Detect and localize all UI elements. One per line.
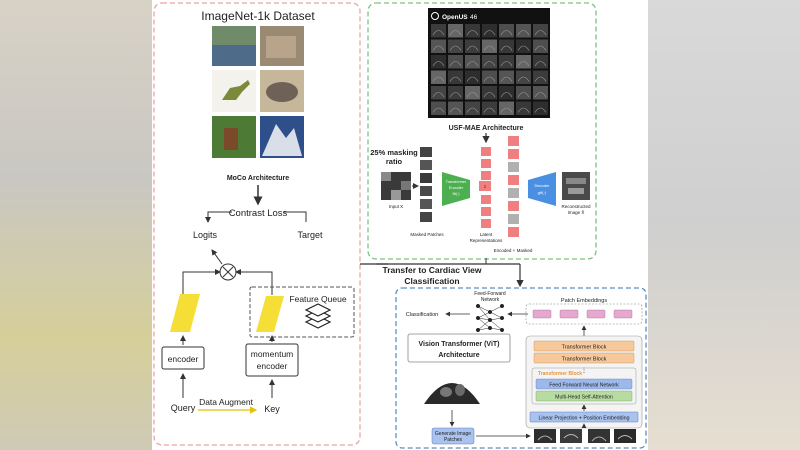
latent-token-column	[481, 147, 491, 228]
key-encoder-shape	[256, 296, 284, 332]
transformer-block-1	[533, 340, 635, 352]
decoder-label-1: Decoder	[534, 183, 550, 188]
encoder-label: encoder	[168, 354, 199, 364]
ffnn-box	[535, 378, 633, 390]
block-ellipsis: ⋮	[581, 368, 587, 374]
transformer-block-1-label: Transformer Block	[562, 345, 607, 351]
latent-z-token	[479, 181, 491, 191]
moco-title: ImageNet-1k Dataset	[201, 9, 315, 23]
classification-label: Classification	[406, 312, 438, 318]
momentum-encoder-label-1: momentum	[251, 349, 294, 359]
encoded-masked-column	[508, 136, 519, 237]
reconstructed-image	[562, 172, 590, 200]
latent-label-1: Latent	[480, 232, 493, 237]
usf-mae-arch-label: USF-MAE Architecture	[449, 125, 524, 132]
ffn-label-1: Feed-Forward	[474, 291, 506, 297]
stack-icon	[304, 303, 332, 329]
linear-projection-box	[529, 411, 639, 423]
vit-title-1: Vision Transformer (ViT)	[418, 341, 499, 348]
ffnn-label: Feed Forward Neural Network	[549, 383, 619, 389]
encoder-label-2: Encoder	[449, 186, 464, 190]
background-right	[648, 0, 800, 450]
ultrasound-thumbnails	[431, 24, 548, 115]
logits-label: Logits	[193, 230, 218, 240]
target-label: Target	[297, 230, 323, 240]
encoded-masked-label: Encoded + Masked	[494, 248, 533, 253]
key-label: Key	[264, 404, 280, 414]
generate-patches-label-2: Patches	[444, 437, 463, 443]
momentum-encoder-box	[245, 343, 299, 377]
momentum-encoder-label-2: encoder	[257, 361, 288, 371]
vit-title-box	[407, 333, 511, 363]
data-augment-label: Data Augment	[199, 397, 254, 407]
feature-queue-label: Feature Queue	[289, 294, 346, 304]
reconstructed-label-1: Reconstructed	[561, 204, 591, 209]
masking-ratio-label-2: ratio	[386, 157, 403, 166]
decoder-shape	[528, 172, 556, 206]
latent-z-label: z	[484, 184, 487, 189]
encoder-label-1: Transformer	[446, 180, 467, 184]
generate-patches-label-1: Generate Image	[435, 431, 471, 437]
mhsa-box	[535, 390, 633, 402]
contrast-loss-label: Contrast Loss	[229, 208, 288, 219]
openus-logo-icon	[431, 12, 439, 20]
linear-projection-label: Linear Projection + Position Embedding	[539, 416, 630, 422]
patch-embeddings-label: Patch Embeddings	[561, 298, 607, 304]
query-label: Query	[171, 403, 196, 413]
vit-panel	[395, 287, 647, 449]
encoder-box	[161, 346, 205, 370]
transformer-block-2-label: Transformer Block	[562, 357, 607, 363]
reconstructed-label-2: Image X̂	[568, 209, 585, 215]
imagenet-samples	[212, 26, 304, 158]
background-left	[0, 0, 152, 450]
openus-brand: OpenUS	[442, 14, 468, 21]
transformer-block-detail-label: Transformer Block	[538, 371, 582, 377]
openus-number: 46	[470, 14, 478, 21]
mhsa-label: Multi-Head Self-Attention	[555, 395, 613, 401]
neural-network-icon	[475, 303, 505, 333]
transformer-block-detail	[531, 367, 637, 405]
generate-patches-box	[431, 427, 475, 445]
transfer-label-1: Transfer to Cardiac View	[382, 265, 481, 275]
image-patch-strip	[534, 429, 636, 443]
input-label: Input X	[389, 204, 403, 209]
transfer-label-2: Classification	[404, 276, 459, 286]
feature-queue-box	[249, 286, 355, 338]
patch-embedding-tokens	[532, 309, 633, 319]
latent-label-2: Representations	[470, 238, 504, 243]
usf-mae-panel	[367, 2, 597, 260]
encoder-label-3: fθ(·)	[453, 192, 461, 196]
transformer-block-2	[533, 352, 635, 364]
moco-arch-label: MoCo Architecture	[227, 175, 289, 182]
masking-ratio-label-1: 25% masking	[370, 148, 418, 157]
vit-title-2: Architecture	[438, 352, 479, 359]
ffn-label-2: Network	[481, 297, 500, 303]
decoder-label-2: gθ(·)	[538, 190, 547, 195]
masked-patch-column	[420, 147, 432, 222]
transformer-encoder-shape	[442, 172, 470, 206]
moco-panel	[153, 2, 361, 446]
query-encoder-shape	[170, 294, 200, 332]
masked-patches-label: Masked Patches	[410, 232, 444, 237]
